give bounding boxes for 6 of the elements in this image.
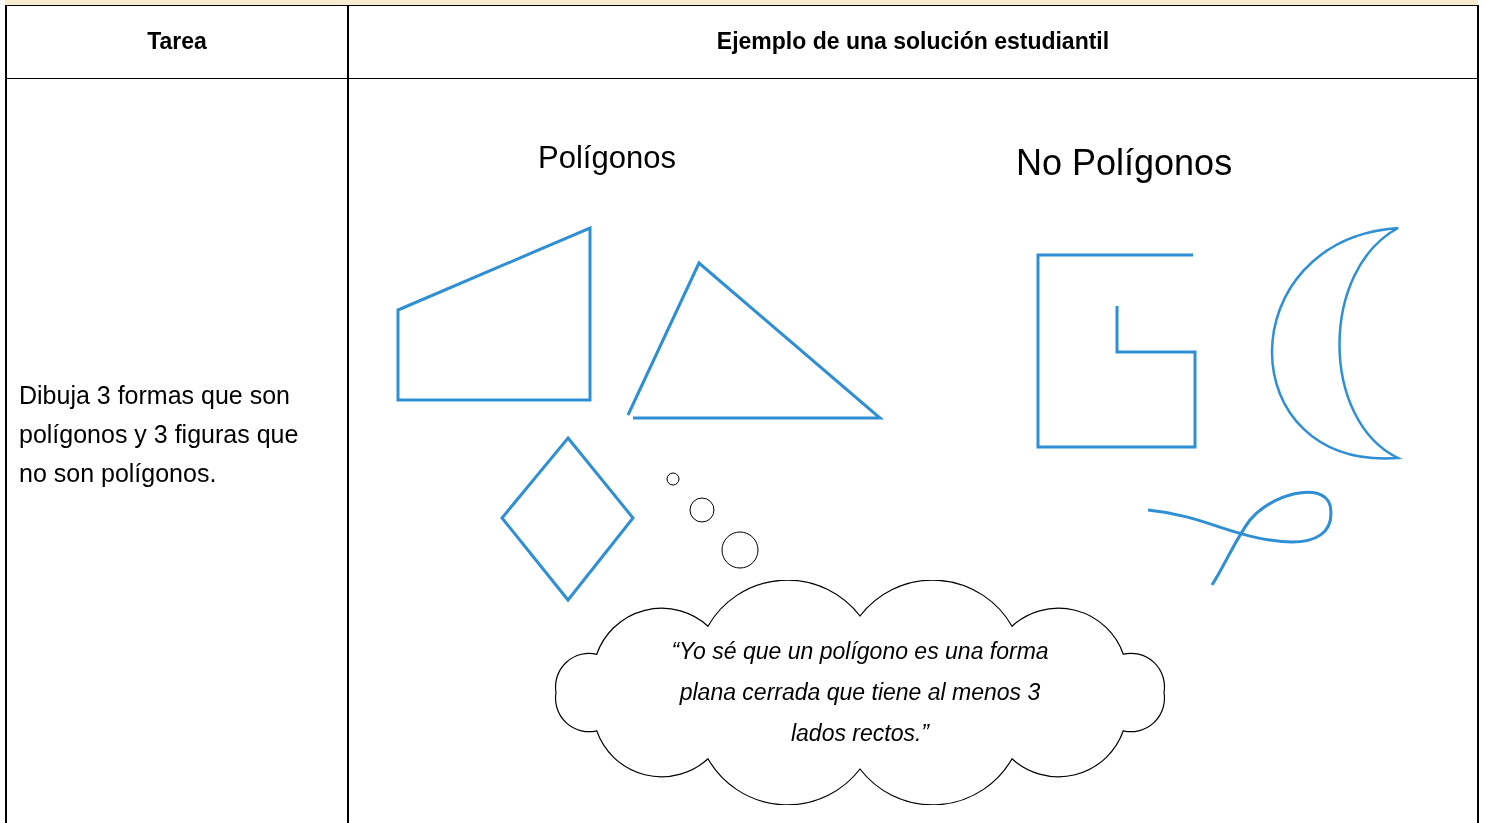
task-text: Dibuja 3 formas que son polígonos y 3 figuras que no son polígonos.	[19, 380, 300, 489]
group-heading: No Polígonos	[1016, 142, 1233, 184]
column-header: Ejemplo de una solución estudiantil	[715, 27, 1111, 56]
column-header: Tarea	[146, 27, 208, 56]
group-heading: Polígonos	[538, 140, 676, 176]
quote-text: “Yo sé que un polígono es una forma plana cerrada que tiene al menos 3 lados rectos.”	[670, 637, 1050, 748]
